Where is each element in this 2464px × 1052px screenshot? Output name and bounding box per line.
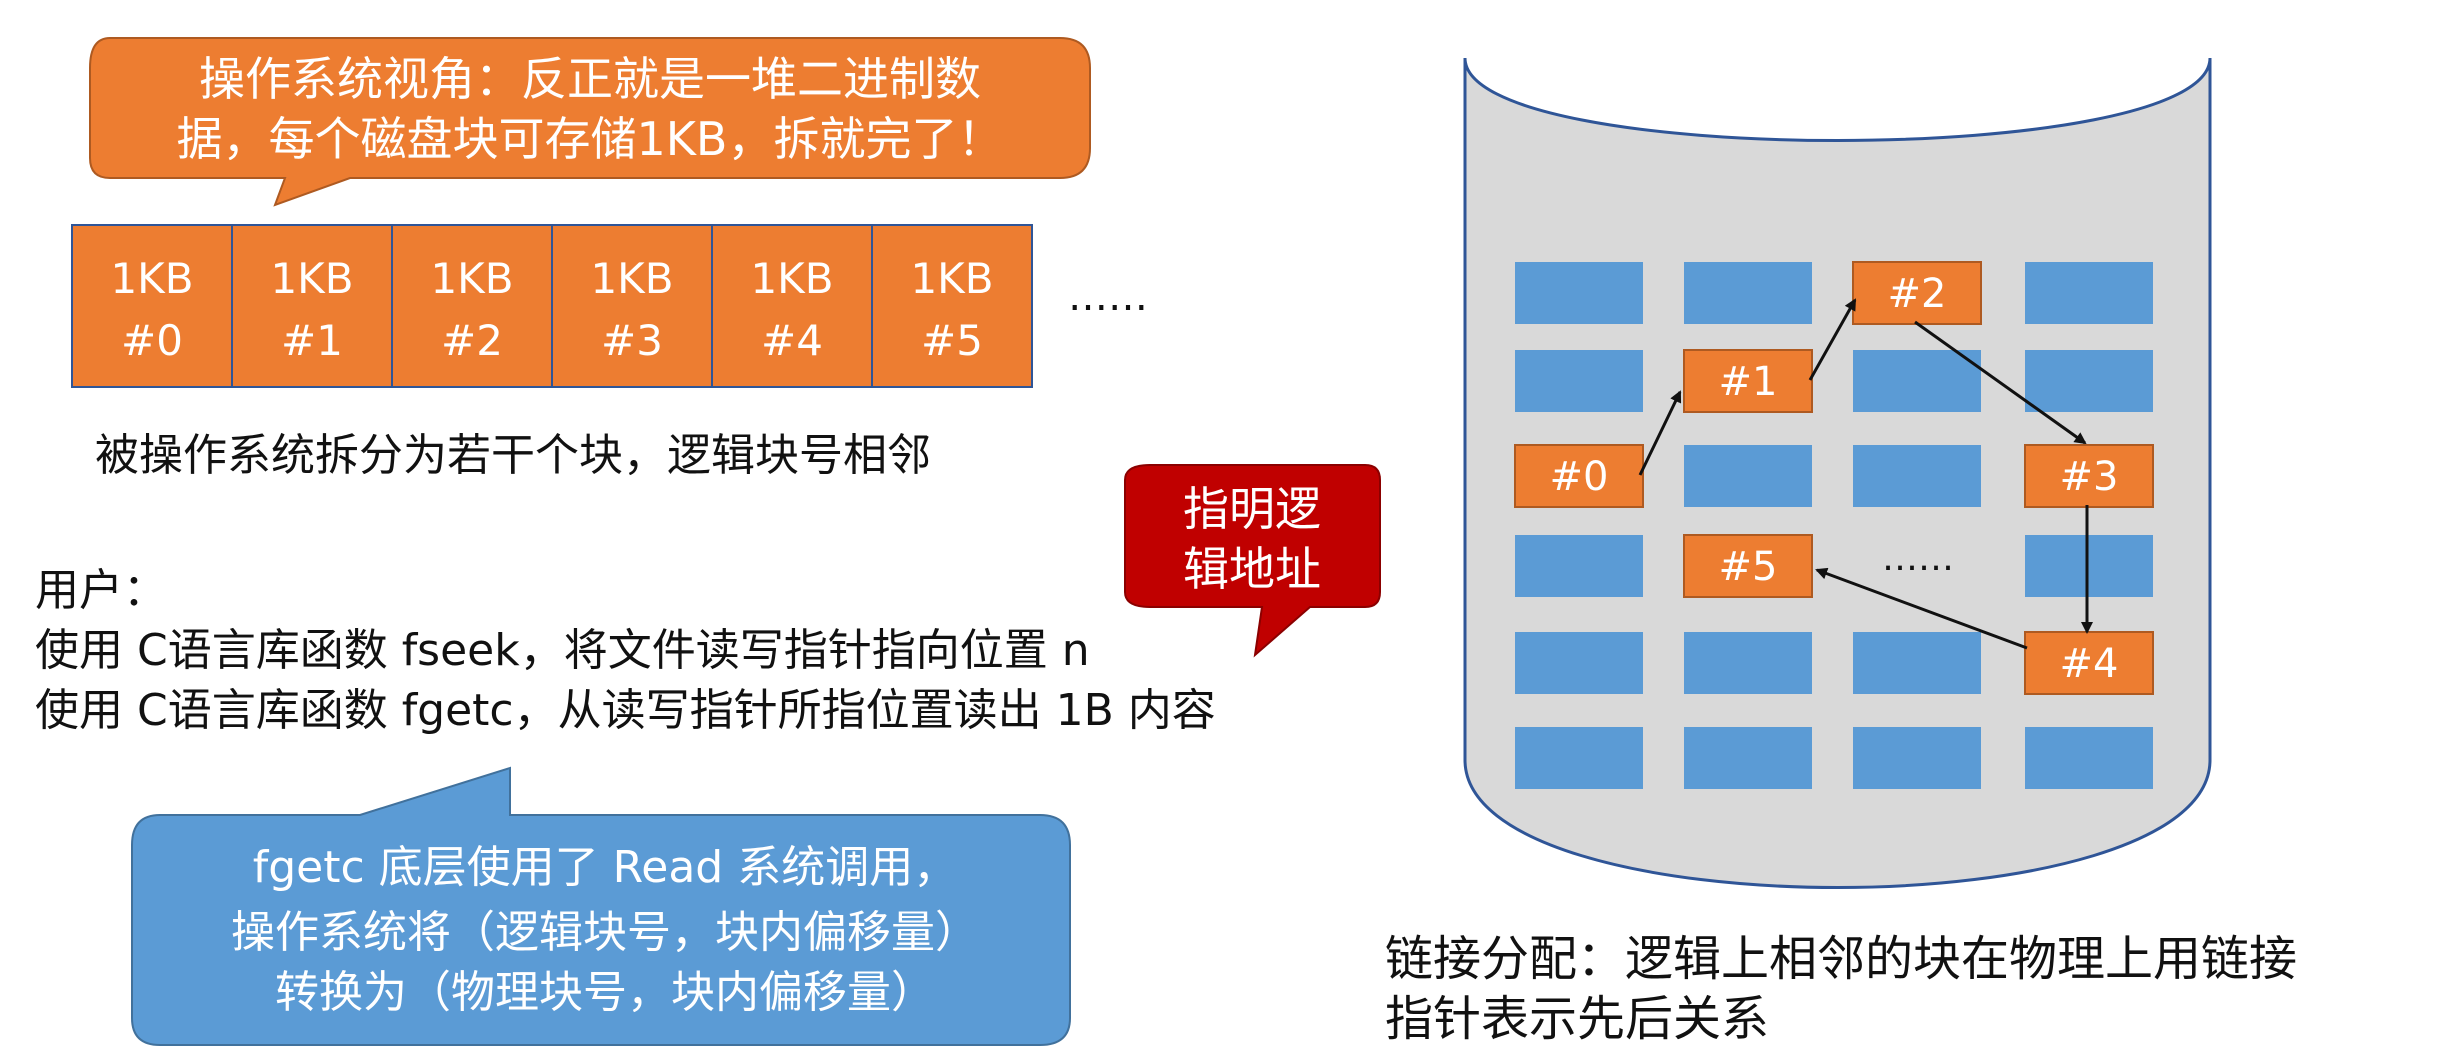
logical-address-callout-line1: 指明逻 bbox=[1183, 482, 1321, 536]
disk-block-labelled: #0 bbox=[1514, 444, 1644, 508]
disk-cylinder bbox=[1463, 57, 2212, 889]
disk-block-free bbox=[1515, 632, 1643, 694]
logical-block-id: #5 bbox=[921, 316, 983, 365]
disk-block-free bbox=[2025, 262, 2153, 324]
link-arrow-4-to-5 bbox=[1815, 567, 2028, 650]
disk-block-rect bbox=[2024, 631, 2154, 695]
logical-block-id: #4 bbox=[761, 316, 823, 365]
logical-block-rect bbox=[71, 224, 233, 388]
disk-block-free bbox=[1515, 727, 1643, 789]
logical-address-callout-line2: 辑地址 bbox=[1183, 542, 1321, 596]
disk-block-rect bbox=[1683, 349, 1813, 413]
os-view-callout-line2: 据，每个磁盘块可存储1KB，拆就完了！ bbox=[177, 112, 1004, 166]
logical-block-rect bbox=[391, 224, 553, 388]
disk-block-free bbox=[1684, 727, 1812, 789]
disk-block-rect bbox=[1852, 261, 1982, 325]
disk-block-free bbox=[1853, 445, 1981, 507]
disk-block-grid: #2 #1 #0 #3 #5 #4 bbox=[1514, 261, 2154, 789]
disk-block-labelled: #4 bbox=[2024, 631, 2154, 695]
disk-block-free bbox=[2025, 535, 2153, 597]
logical-block-id: #1 bbox=[281, 316, 343, 365]
user-heading: 用户： bbox=[35, 565, 167, 616]
logical-block-rect bbox=[551, 224, 713, 388]
disk-block-free bbox=[1684, 262, 1812, 324]
logical-block: 1KB#1 bbox=[231, 224, 393, 388]
disk-block-free bbox=[1853, 727, 1981, 789]
os-view-callout-line1: 操作系统视角：反正就是一堆二进制数 bbox=[199, 52, 981, 106]
disk-block-free bbox=[1515, 535, 1643, 597]
disk-block-free bbox=[1853, 350, 1981, 412]
link-arrow-2-to-3 bbox=[1914, 320, 2087, 445]
disk-block-free bbox=[1853, 632, 1981, 694]
linked-allocation-caption-line1: 链接分配：逻辑上相邻的块在物理上用链接 bbox=[1385, 931, 2297, 987]
logical-block-rect bbox=[871, 224, 1033, 388]
disk-block-labelled: #2 bbox=[1852, 261, 1982, 325]
disk-block-free bbox=[2025, 350, 2153, 412]
disk-block-free bbox=[2025, 727, 2153, 789]
disk-block-labelled: #1 bbox=[1683, 349, 1813, 413]
disk-block-id: #2 bbox=[1888, 271, 1947, 317]
logical-block: 1KB#0 bbox=[71, 224, 233, 388]
logical-block-id: #3 bbox=[601, 316, 663, 365]
logical-block-size: 1KB bbox=[270, 254, 353, 303]
disk-ellipsis: …… bbox=[1882, 538, 1954, 579]
logical-block-size: 1KB bbox=[590, 254, 673, 303]
fgetc-callout-line2: 操作系统将（逻辑块号，块内偏移量） bbox=[231, 907, 979, 958]
fgetc-callout-bubble bbox=[131, 766, 1071, 1046]
disk-block-free bbox=[1515, 350, 1643, 412]
disk-block-labelled: #3 bbox=[2024, 444, 2154, 508]
link-arrow-0-to-1 bbox=[1638, 390, 1682, 476]
user-fgetc-line: 使用 C语言库函数 fgetc，从读写指针所指位置读出 1B 内容 bbox=[35, 685, 1216, 736]
link-arrow-1-to-2 bbox=[1808, 298, 1857, 381]
disk-block-id: #4 bbox=[2060, 641, 2119, 687]
logical-block: 1KB#5 bbox=[871, 224, 1033, 388]
logical-block-size: 1KB bbox=[750, 254, 833, 303]
fgetc-callout: fgetc 底层使用了 Read 系统调用， 操作系统将（逻辑块号，块内偏移量）… bbox=[131, 766, 1071, 1046]
disk-block-id: #1 bbox=[1719, 359, 1778, 405]
logical-block: 1KB#3 bbox=[551, 224, 713, 388]
logical-block-size: 1KB bbox=[910, 254, 993, 303]
disk-block-rect bbox=[1514, 444, 1644, 508]
link-pointer-arrows bbox=[1638, 298, 2093, 650]
fgetc-callout-line1: fgetc 底层使用了 Read 系统调用， bbox=[253, 842, 957, 893]
logical-block-id: #0 bbox=[121, 316, 183, 365]
disk-block-free bbox=[1684, 632, 1812, 694]
user-fseek-line: 使用 C语言库函数 fseek，将文件读写指针指向位置 n bbox=[35, 625, 1090, 676]
logical-block-size: 1KB bbox=[430, 254, 513, 303]
split-caption: 被操作系统拆分为若干个块，逻辑块号相邻 bbox=[95, 430, 931, 481]
logical-block: 1KB#2 bbox=[391, 224, 553, 388]
disk-block-free bbox=[1684, 445, 1812, 507]
disk-block-free bbox=[1515, 262, 1643, 324]
logical-block-size: 1KB bbox=[110, 254, 193, 303]
disk-block-rect bbox=[2024, 444, 2154, 508]
disk-block-id: #0 bbox=[1550, 454, 1609, 500]
disk-block-id: #5 bbox=[1719, 544, 1778, 590]
logical-address-callout-bubble bbox=[1124, 464, 1381, 658]
disk-block-rect bbox=[1683, 534, 1813, 598]
logical-block-rect bbox=[711, 224, 873, 388]
logical-block: 1KB#4 bbox=[711, 224, 873, 388]
linked-allocation-caption-line2: 指针表示先后关系 bbox=[1385, 991, 1769, 1047]
logical-strip-ellipsis: …… bbox=[1068, 274, 1148, 320]
fgetc-callout-line3: 转换为（物理块号，块内偏移量） bbox=[275, 967, 935, 1018]
os-view-callout-bubble bbox=[89, 37, 1091, 207]
logical-address-callout: 指明逻 辑地址 bbox=[1124, 464, 1381, 658]
disk-cylinder-body bbox=[1463, 57, 2212, 889]
logical-block-rect bbox=[231, 224, 393, 388]
logical-block-id: #2 bbox=[441, 316, 503, 365]
os-view-callout: 操作系统视角：反正就是一堆二进制数 据，每个磁盘块可存储1KB，拆就完了！ bbox=[89, 37, 1091, 207]
disk-block-labelled: #5 bbox=[1683, 534, 1813, 598]
disk-block-id: #3 bbox=[2060, 454, 2119, 500]
